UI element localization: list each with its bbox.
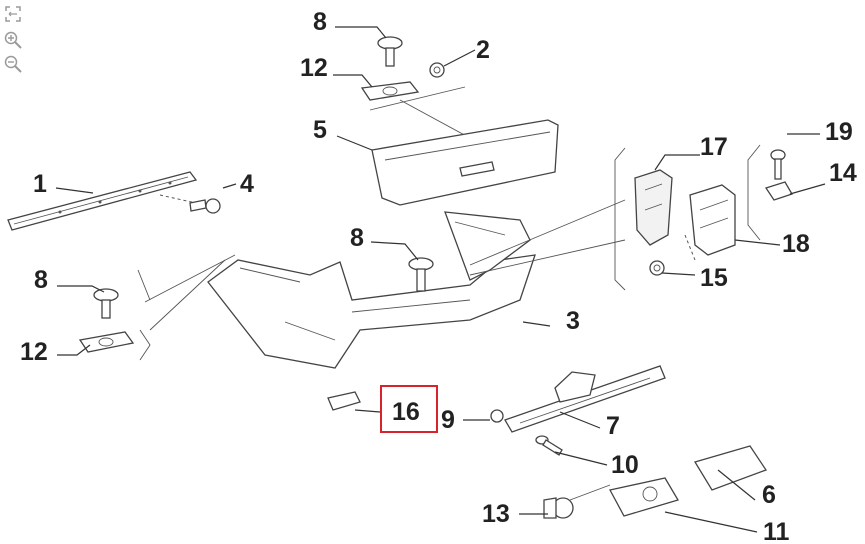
part-4-screw[interactable] [189, 198, 221, 214]
callout-5[interactable]: 5 [313, 116, 327, 144]
callout-15[interactable]: 15 [700, 264, 728, 292]
selected-callout-highlight [380, 385, 438, 433]
part-12-clip-top[interactable] [360, 81, 420, 101]
callout-13[interactable]: 13 [482, 500, 510, 528]
part-9-nut[interactable] [490, 409, 504, 423]
callout-8-middle[interactable]: 8 [350, 224, 364, 252]
callout-19[interactable]: 19 [825, 118, 853, 146]
callout-10[interactable]: 10 [611, 451, 639, 479]
part-17-bracket[interactable] [634, 169, 673, 246]
part-5-trim-panel[interactable] [371, 119, 559, 206]
callout-8-top[interactable]: 8 [313, 8, 327, 36]
part-12-clip-left[interactable] [78, 331, 135, 353]
part-8-pin-left[interactable] [93, 288, 119, 319]
zoom-out-icon[interactable] [3, 54, 23, 74]
part-11-sensor-housing[interactable] [609, 477, 679, 517]
callout-12-top[interactable]: 12 [300, 54, 328, 82]
callout-8-left[interactable]: 8 [34, 266, 48, 294]
part-1-reinforcement[interactable] [7, 171, 198, 231]
part-6-cover[interactable] [694, 445, 767, 491]
callout-1[interactable]: 1 [33, 170, 47, 198]
callout-labels: 1 2 3 4 5 6 7 8 8 8 9 10 11 12 12 13 14 … [20, 8, 857, 544]
part-8-pin-top[interactable] [377, 36, 403, 67]
callout-12-left[interactable]: 12 [20, 338, 48, 366]
part-8-pin-middle[interactable] [408, 257, 434, 292]
callout-9[interactable]: 9 [441, 406, 455, 434]
callout-18[interactable]: 18 [782, 230, 810, 258]
part-14-clip-nut[interactable] [764, 181, 793, 201]
leader-lines [55, 26, 826, 533]
callout-7[interactable]: 7 [606, 412, 620, 440]
callout-2[interactable]: 2 [476, 36, 490, 64]
part-18-bracket[interactable] [684, 184, 736, 261]
part-3-bumper[interactable] [207, 211, 536, 369]
callout-6[interactable]: 6 [762, 481, 776, 509]
callout-3[interactable]: 3 [566, 307, 580, 335]
callout-16[interactable]: 16 [392, 398, 420, 426]
part-2-nut[interactable] [429, 62, 445, 78]
callout-4[interactable]: 4 [240, 170, 254, 198]
part-7-rail[interactable] [504, 365, 666, 433]
part-15-nut[interactable] [649, 260, 665, 276]
callout-17[interactable]: 17 [700, 133, 728, 161]
part-13-sensor[interactable] [543, 497, 574, 519]
part-19-bolt[interactable] [770, 149, 786, 180]
part-16-bracket[interactable] [327, 391, 361, 411]
callout-14[interactable]: 14 [829, 159, 857, 187]
fullscreen-icon[interactable] [3, 4, 23, 24]
zoom-in-icon[interactable] [3, 30, 23, 50]
callout-11[interactable]: 11 [763, 518, 790, 544]
part-10-screw[interactable] [535, 435, 563, 456]
